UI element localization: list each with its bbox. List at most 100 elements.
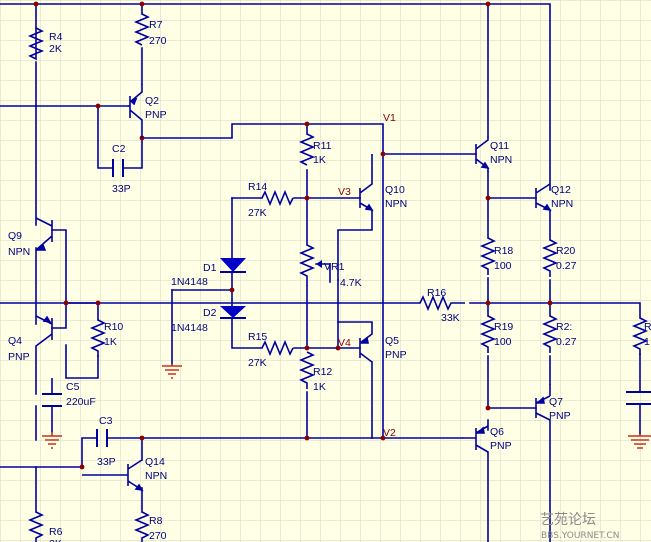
- label-d2-ref: D2: [203, 307, 217, 319]
- label-vr1-ref: VR1: [324, 261, 345, 273]
- label-q5-type: PNP: [385, 349, 407, 361]
- label-r21-ref: R2:: [556, 321, 572, 333]
- label-r11-ref: R11: [313, 140, 332, 152]
- component-labels: R4 2K R7 270 Q2 PNP C2 33P R11 1K Q11 NP…: [8, 19, 651, 542]
- label-r12-value: 1K: [313, 381, 326, 393]
- resistors: [27, 13, 649, 542]
- label-q10-type: NPN: [385, 198, 407, 210]
- label-q4-ref: Q4: [8, 335, 22, 347]
- resistor-r7: [133, 13, 151, 46]
- label-q9-ref: Q9: [8, 230, 22, 242]
- transistor-q12: [535, 183, 552, 212]
- watermark-url: BBS.YOURNET.CN: [541, 531, 619, 541]
- transistor-q9: [35, 217, 53, 251]
- label-r21-value: 0.27: [556, 336, 577, 348]
- label-d2-part: 1N4148: [171, 322, 208, 334]
- label-q12-type: NPN: [551, 198, 573, 210]
- label-vr1-value: 4.7K: [340, 277, 362, 289]
- label-r18-ref: R18: [494, 245, 513, 257]
- ground-edge: [628, 434, 651, 449]
- label-r4-ref: R4: [49, 31, 63, 43]
- net-label-v1: V1: [383, 112, 396, 124]
- wires: [0, 3, 641, 542]
- label-r7-value: 270: [149, 35, 167, 47]
- label-q11-ref: Q11: [490, 140, 509, 152]
- label-r7-ref: R7: [149, 19, 163, 31]
- label-q14-type: NPN: [145, 470, 167, 482]
- label-q5-ref: Q5: [385, 335, 399, 347]
- resistor-vr1: [298, 244, 316, 286]
- resistor-r15: [261, 339, 294, 357]
- label-r15-value: 27K: [248, 357, 267, 369]
- transistor-q2: [128, 84, 143, 138]
- diode-d1: [220, 258, 246, 273]
- label-q7-ref: Q7: [549, 396, 563, 408]
- label-c5-ref: C5: [66, 381, 80, 393]
- label-q7-type: PNP: [549, 410, 571, 422]
- transistor-q5: [359, 333, 373, 363]
- label-q4-type: PNP: [8, 351, 30, 363]
- label-d1-part: 1N4148: [171, 276, 208, 288]
- label-q12-ref: Q12: [551, 184, 571, 196]
- transistor-q7: [535, 384, 551, 421]
- label-c2-value: 33P: [112, 183, 131, 195]
- ground-c5: [42, 432, 62, 449]
- label-r18-value: 100: [494, 260, 512, 272]
- label-d1-ref: D1: [203, 262, 217, 274]
- label-q11-type: NPN: [490, 154, 512, 166]
- resistor-r14: [261, 189, 294, 207]
- label-r20-ref: R20: [556, 245, 575, 257]
- transistors: [35, 84, 552, 492]
- resistor-r4: [27, 26, 45, 61]
- label-q10-ref: Q10: [385, 184, 405, 196]
- label-r15-ref: R15: [248, 331, 267, 343]
- watermark-text: 艺苑论坛: [540, 512, 596, 528]
- label-r14-ref: R14: [248, 181, 267, 193]
- transistor-q10: [359, 154, 374, 212]
- label-r-edge-ref: R: [644, 321, 651, 333]
- label-r19-value: 100: [494, 336, 512, 348]
- label-r12-ref: R12: [313, 366, 332, 378]
- label-q6-ref: Q6: [490, 426, 504, 438]
- label-q2-type: PNP: [145, 109, 167, 121]
- transistor-q11: [475, 136, 490, 172]
- label-r-edge-value: 1: [644, 336, 650, 348]
- label-c3-ref: C3: [99, 415, 113, 427]
- label-c2-ref: C2: [112, 143, 126, 155]
- grounds: [42, 364, 651, 449]
- label-q2-ref: Q2: [145, 95, 159, 107]
- transistor-q6: [462, 425, 489, 453]
- net-label-v2: V2: [383, 427, 396, 439]
- net-label-v3: V3: [338, 186, 351, 198]
- transistor-q14: [118, 459, 144, 492]
- resistor-r10: [89, 319, 107, 357]
- label-r11-value: 1K: [313, 154, 326, 166]
- label-r10-ref: R10: [104, 321, 123, 333]
- label-c3-value: 33P: [97, 456, 116, 468]
- label-r20-value: 0.27: [556, 260, 577, 272]
- watermark: 艺苑论坛 BBS.YOURNET.CN: [540, 512, 619, 541]
- label-r19-ref: R19: [494, 321, 513, 333]
- diodes: [220, 258, 246, 319]
- transistor-q4: [35, 315, 53, 347]
- resistor-r-edge: [631, 317, 649, 355]
- label-r14-value: 27K: [248, 207, 267, 219]
- resistor-r20: [541, 239, 559, 277]
- label-r4-value: 2K: [49, 43, 62, 55]
- label-q6-type: PNP: [490, 440, 512, 452]
- resistor-r18: [479, 237, 497, 275]
- label-r16-ref: R16: [427, 287, 446, 299]
- label-r8-ref: R8: [149, 515, 163, 527]
- label-r10-value: 1K: [104, 336, 117, 348]
- label-r16-value: 33K: [441, 312, 460, 324]
- capacitor-c2: [112, 159, 124, 177]
- resistor-r8: [133, 511, 151, 542]
- resistor-r21: [541, 315, 559, 353]
- label-r6-ref: R6: [49, 526, 63, 538]
- label-r8-value: 270: [149, 530, 167, 542]
- label-q9-type: NPN: [8, 246, 30, 258]
- resistor-r12: [298, 351, 316, 389]
